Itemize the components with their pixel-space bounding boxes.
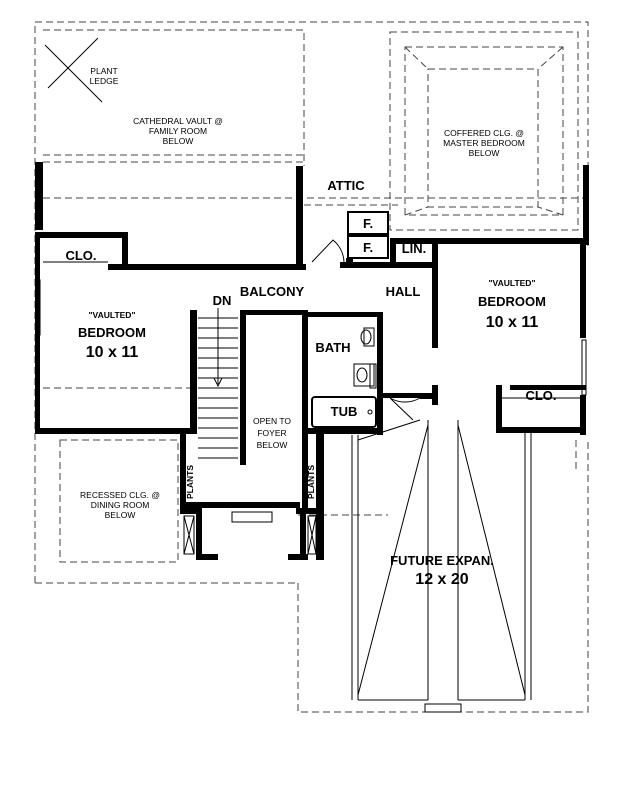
- walls: [35, 162, 589, 560]
- detail-lines: [35, 37, 587, 713]
- fixtures: [183, 211, 421, 555]
- door-swing-hall: [389, 397, 421, 421]
- attic-label: ATTIC: [327, 178, 365, 193]
- hall-label: HALL: [386, 284, 421, 299]
- cathedral-vault-line-1: CATHEDRAL VAULT @: [133, 116, 223, 126]
- plant-planter-right: [307, 515, 317, 555]
- bedroom-right-name: BEDROOM: [478, 294, 546, 309]
- stairs: [198, 308, 238, 459]
- down-arrow-icon: [213, 377, 223, 388]
- bedroom-left-note: "VAULTED": [89, 310, 136, 320]
- sink-icon: [353, 363, 377, 389]
- balcony-label: BALCONY: [240, 284, 305, 299]
- open-to-foyer-line-2: FOYER: [257, 428, 286, 438]
- plants-label-right: PLANTS: [306, 465, 316, 499]
- future-expansion-name: FUTURE EXPAN.: [390, 553, 494, 568]
- plant-planter-left: [183, 515, 195, 555]
- stairs-down-label: DN: [213, 293, 232, 308]
- open-to-foyer-line-3: BELOW: [257, 440, 288, 450]
- coffered-clg-line-1: COFFERED CLG. @: [444, 128, 524, 138]
- tub-label: TUB: [331, 404, 358, 419]
- furnace-label-lower: F.: [363, 240, 373, 255]
- cathedral-vault-line-2: FAMILY ROOM: [149, 126, 207, 136]
- closet-label-left: CLO.: [65, 248, 96, 263]
- bath-label: BATH: [315, 340, 350, 355]
- cathedral-vault-line-3: BELOW: [163, 136, 194, 146]
- dashed-outlines: [34, 21, 589, 713]
- recessed-clg-line-3: BELOW: [105, 510, 136, 520]
- coffered-clg-line-3: BELOW: [469, 148, 500, 158]
- recessed-clg-line-2: DINING ROOM: [91, 500, 150, 510]
- closet-label-right: CLO.: [525, 388, 556, 403]
- recessed-clg-line-1: RECESSED CLG. @: [80, 490, 160, 500]
- bedroom-left-name: BEDROOM: [78, 325, 146, 340]
- tub-icon: [311, 396, 377, 428]
- plant-ledge-line-2: LEDGE: [90, 76, 119, 86]
- future-expansion-size: 12 x 20: [415, 571, 468, 588]
- bedroom-right-note: "VAULTED": [489, 278, 536, 288]
- open-to-foyer-line-1: OPEN TO: [253, 416, 291, 426]
- room-labels: PLANT LEDGE CATHEDRAL VAULT @ FAMILY ROO…: [65, 66, 556, 588]
- furnace-label-upper: F.: [363, 216, 373, 231]
- furnace-box-upper: [347, 211, 389, 235]
- door-swing-attic: [311, 239, 345, 263]
- furnace-box-lower: [347, 235, 389, 259]
- coffered-clg-line-2: MASTER BEDROOM: [443, 138, 525, 148]
- toilet-icon: [360, 327, 375, 347]
- plants-label-left: PLANTS: [185, 465, 195, 499]
- bedroom-left-size: 10 x 11: [86, 344, 139, 361]
- bedroom-right-size: 10 x 11: [486, 314, 539, 331]
- linen-label: LIN.: [402, 241, 427, 256]
- plant-ledge-line-1: PLANT: [90, 66, 117, 76]
